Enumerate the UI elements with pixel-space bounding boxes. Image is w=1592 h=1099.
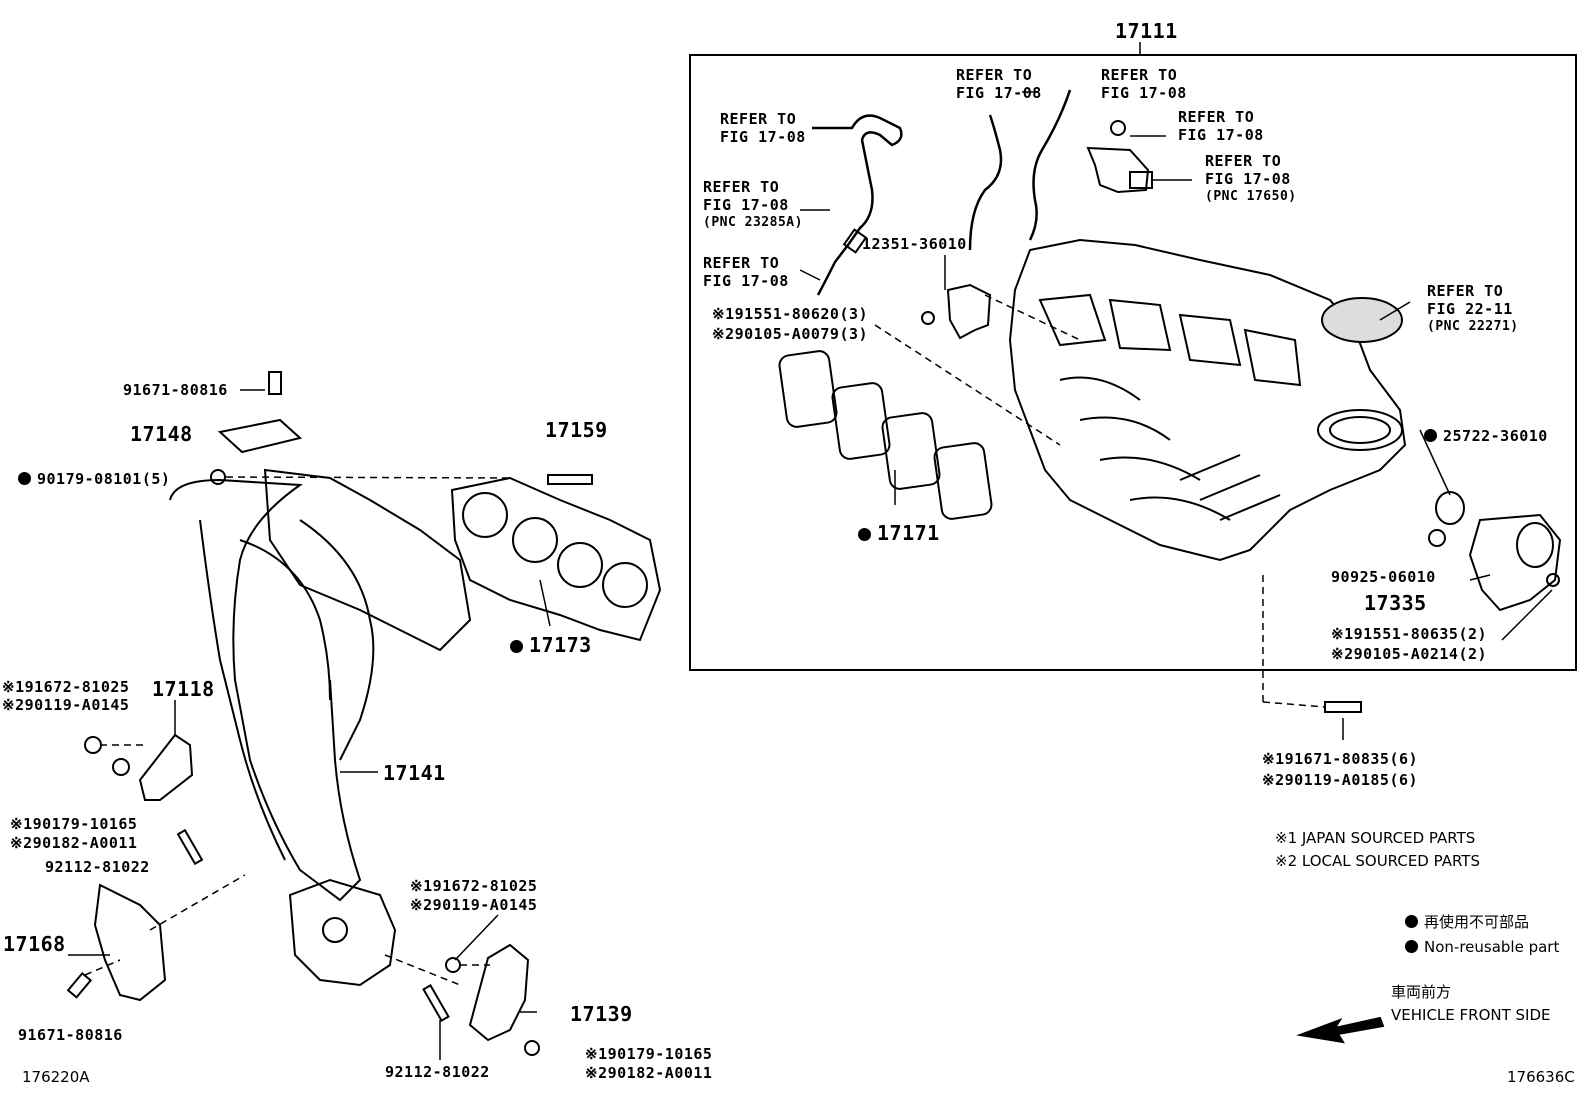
label-290119-a0145-a: ※290119-A0145 (2, 696, 130, 714)
non-reusable-icon (1405, 915, 1418, 928)
label-190179-10165-b: ※190179-10165 (585, 1045, 713, 1063)
note-front-en: VEHICLE FRONT SIDE (1391, 1006, 1551, 1024)
throttle-body (1468, 513, 1562, 612)
throttle-screen (1321, 297, 1403, 343)
label-17111: 17111 (1115, 19, 1178, 43)
vacuum-hose-mid (968, 114, 1003, 251)
vehicle-front-arrow (1296, 1016, 1385, 1044)
label-290119-a0185: ※290119-A0185(6) (1262, 771, 1419, 789)
vsv-bolt (1110, 120, 1126, 136)
note-non-reusable-jp: 再使用不可部品 (1405, 913, 1529, 932)
note-japan-sourced: ※1 JAPAN SOURCED PARTS (1275, 829, 1476, 847)
label-17141: 17141 (383, 761, 446, 785)
stud-92112-a (176, 828, 204, 866)
label-92112-81022-a: 92112-81022 (45, 858, 150, 876)
label-17171: 17171 (858, 522, 940, 544)
label-17118: 17118 (152, 677, 215, 701)
bolt-91671-bottom (66, 971, 93, 999)
exhaust-manifold (169, 468, 472, 987)
label-191672-81025-a: ※191672-81025 (2, 678, 130, 696)
bolt-17139 (445, 957, 461, 973)
manifold-bolt (1324, 701, 1362, 713)
nut-17139 (524, 1040, 540, 1056)
o-ring-90925 (1428, 529, 1446, 547)
bolt-17118 (84, 736, 102, 754)
label-190179-10165-a: ※190179-10165 (10, 815, 138, 833)
heat-shield-17148 (217, 418, 303, 454)
label-290105-a0214: ※290105-A0214(2) (1331, 645, 1488, 663)
throttle-bolt (1546, 573, 1560, 587)
gasket-port-4 (602, 562, 648, 608)
nut-17118 (112, 758, 130, 776)
non-reusable-icon (1405, 940, 1418, 953)
label-191551-80620: ※191551-80620(3) (712, 305, 869, 323)
vsv-bracket (1086, 146, 1150, 194)
note-front-jp: 車両前方 (1391, 983, 1452, 1001)
hose-connector (842, 228, 868, 254)
dashed-guides (84, 294, 1326, 986)
label-25722-36010: 25722-36010 (1424, 427, 1548, 445)
label-12351-36010: 12351-36010 (862, 235, 967, 253)
vacuum-hose-upper (812, 114, 903, 296)
non-reusable-icon (18, 472, 31, 485)
intake-group-frame (689, 54, 1577, 671)
gasket-25722 (1435, 491, 1465, 525)
label-17159: 17159 (545, 418, 608, 442)
bracket-17118 (138, 733, 194, 801)
throttle-bore (1516, 522, 1554, 568)
gasket-port-1 (462, 492, 508, 538)
note-local-sourced: ※2 LOCAL SOURCED PARTS (1275, 852, 1480, 870)
intake-manifold (1008, 238, 1407, 562)
non-reusable-icon (1424, 429, 1437, 442)
label-17139: 17139 (570, 1002, 633, 1026)
label-191671-80835: ※191671-80835(6) (1262, 750, 1419, 768)
figure-id-right: 176636C (1507, 1068, 1575, 1086)
stud-17159 (547, 474, 593, 485)
label-191551-80635: ※191551-80635(2) (1331, 625, 1488, 643)
non-reusable-icon (858, 528, 871, 541)
label-17168: 17168 (3, 932, 66, 956)
vacuum-hose-right (1028, 89, 1072, 241)
stud-92112-b (422, 984, 450, 1022)
label-91671-80816-bottom: 91671-80816 (18, 1026, 123, 1044)
bolt-91671-top (268, 371, 282, 395)
bracket-bolt (921, 311, 935, 325)
insulator-17168 (93, 883, 167, 1002)
label-191672-81025-b: ※191672-81025 (410, 877, 538, 895)
intake-gaskets (778, 350, 993, 520)
label-290182-a0011-b: ※290182-A0011 (585, 1064, 713, 1082)
label-17335: 17335 (1364, 591, 1427, 615)
leader-lines (68, 42, 1553, 1060)
label-290119-a0145-b: ※290119-A0145 (410, 896, 538, 914)
note-non-reusable-en: Non-reusable part (1405, 938, 1559, 957)
label-290182-a0011-a: ※290182-A0011 (10, 834, 138, 852)
label-17148: 17148 (130, 422, 193, 446)
label-91671-80816-top: 91671-80816 (123, 381, 228, 399)
vsv-connector (1129, 171, 1153, 189)
non-reusable-icon (510, 640, 523, 653)
label-17173: 17173 (510, 634, 592, 656)
figure-id-left: 176220A (22, 1068, 90, 1086)
label-90179-08101: 90179-08101(5) (18, 470, 170, 488)
bracket-17139 (468, 943, 530, 1042)
bracket-12351 (946, 283, 992, 340)
label-92112-81022-b: 92112-81022 (385, 1063, 490, 1081)
label-90925-06010: 90925-06010 (1331, 568, 1436, 586)
nut-90179 (210, 469, 226, 485)
label-290105-a0079: ※290105-A0079(3) (712, 325, 869, 343)
gasket-port-3 (557, 542, 603, 588)
gasket-port-2 (512, 517, 558, 563)
exhaust-gasket (450, 476, 662, 642)
